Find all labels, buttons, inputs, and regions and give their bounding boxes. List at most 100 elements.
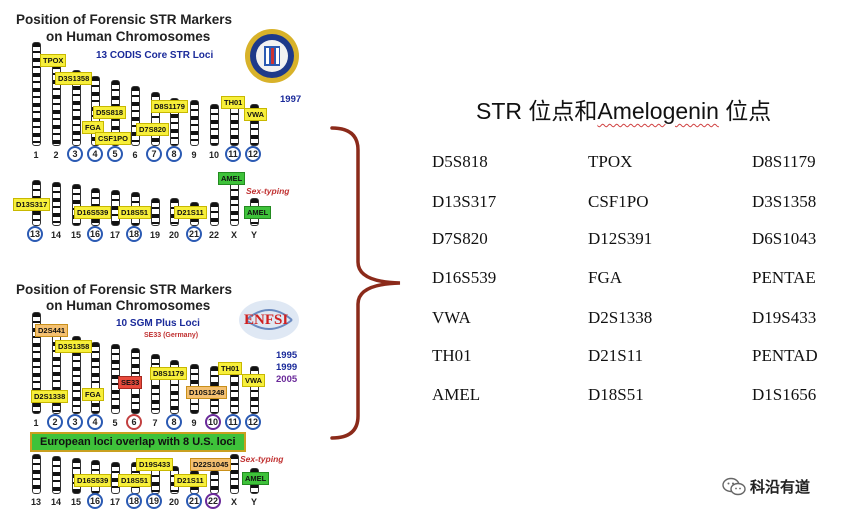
bottom-num-15: 15: [70, 497, 81, 507]
top-num-21: 21: [186, 226, 202, 242]
bottom-label-d22s1045: D22S1045: [190, 458, 232, 471]
bottom-chrom-12: [250, 366, 259, 414]
top-label-d5s818: D5S818: [93, 106, 127, 119]
top-chrom-11: [230, 104, 239, 146]
heading-prefix: STR 位点和: [476, 98, 598, 124]
top-num-10: 10: [208, 150, 219, 160]
bottom-chrom-4: [91, 342, 100, 414]
top-chrom-19: [151, 198, 160, 226]
bottom-num-19: 19: [146, 493, 162, 509]
bottom-label-d2s441: D2S441: [35, 324, 69, 337]
locus-cell: D13S317: [432, 192, 497, 211]
curly-brace: [330, 126, 401, 440]
top-chrom-10: [210, 104, 219, 146]
locus-cell: PENTAE: [752, 268, 816, 287]
top-chrom-7: [151, 92, 160, 146]
bottom-num-2: 2: [47, 414, 63, 430]
top-num-19: 19: [149, 230, 160, 240]
top-label-amel-y: AMEL: [244, 206, 272, 219]
locus-cell: TH01: [432, 346, 472, 365]
top-num-16: 16: [87, 226, 103, 242]
bottom-label-d18s51: D18S51: [118, 474, 152, 487]
locus-cell: D21S11: [588, 346, 644, 365]
bottom-chrom-7: [151, 354, 160, 414]
top-chrom-8: [170, 98, 179, 146]
bottom-num-y: Y: [250, 497, 257, 507]
bottom-label-d8s1179: D8S1179: [150, 367, 187, 380]
heading-suffix: 位点: [718, 98, 772, 124]
bottom-label-d3s1358: D3S1358: [55, 340, 93, 353]
bottom-num-21: 21: [186, 493, 202, 509]
top-subtitle: 13 CODIS Core STR Loci: [96, 50, 214, 61]
locus-cell: D19S433: [752, 308, 817, 327]
bottom-sex-typing: Sex-typing: [240, 454, 284, 464]
bottom-label-d16s539: D16S539: [74, 474, 112, 487]
top-num-11: 11: [225, 146, 241, 162]
bottom-num-22: 22: [205, 493, 221, 509]
bottom-num-20: 20: [168, 497, 179, 507]
top-num-17: 17: [109, 230, 120, 240]
bottom-title-line2: on Human Chromosomes: [46, 298, 211, 313]
bottom-label-amel: AMEL: [242, 472, 270, 485]
top-chrom-1: [32, 42, 41, 146]
enfsi-logo-text: ENFSI: [244, 312, 289, 328]
bottom-panel: Position of Forensic STR Markers on Huma…: [0, 270, 310, 524]
locus-cell: D12S391: [588, 229, 653, 248]
loci-heading: STR 位点和Amelogenin 位点: [476, 92, 771, 126]
bottom-num-13: 13: [30, 497, 41, 507]
locus-cell: D18S51: [588, 385, 644, 404]
locus-cell: D8S1179: [752, 152, 816, 171]
bottom-chrom-1: [32, 312, 41, 414]
locus-cell: D3S1358: [752, 192, 817, 211]
top-num-12: 12: [245, 146, 261, 162]
bottom-label-vwa: VWA: [242, 374, 266, 387]
bottom-label-d10s1248: D10S1248: [186, 386, 228, 399]
bottom-num-11: 11: [225, 414, 241, 430]
top-label-d7s820: D7S820: [136, 123, 170, 136]
bottom-num-x: X: [230, 497, 237, 507]
top-num-6: 6: [132, 150, 138, 160]
bottom-num-3: 3: [67, 414, 83, 430]
locus-cell: FGA: [588, 268, 623, 287]
top-chrom-15: [72, 184, 81, 226]
top-num-5: 5: [107, 146, 123, 162]
top-num-1: 1: [33, 150, 39, 160]
top-num-14: 14: [50, 230, 61, 240]
top-num-3: 3: [67, 146, 83, 162]
locus-cell: D6S1043: [752, 229, 817, 248]
top-num-4: 4: [87, 146, 103, 162]
bottom-chrom-22: [210, 470, 219, 494]
bottom-num-18: 18: [126, 493, 142, 509]
bottom-label-th01: TH01: [218, 362, 243, 375]
locus-cell: CSF1PO: [588, 192, 649, 211]
top-label-d21s11: D21S11: [174, 206, 207, 219]
top-label-vwa: VWA: [244, 108, 268, 121]
top-num-7: 7: [146, 146, 162, 162]
top-num-20: 20: [168, 230, 179, 240]
bottom-num-17: 17: [109, 497, 120, 507]
top-num-8: 8: [166, 146, 182, 162]
top-label-csf1po: CSF1PO: [95, 132, 132, 145]
bottom-subtitle: 10 SGM Plus Loci: [116, 318, 200, 329]
bottom-subtitle-se33: SE33 (Germany): [144, 332, 199, 339]
top-label-th01: TH01: [221, 96, 246, 109]
bottom-title-line1: Position of Forensic STR Markers: [16, 282, 233, 297]
top-chrom-x: [230, 180, 239, 226]
top-label-d3s1358: D3S1358: [55, 72, 93, 85]
bottom-label-d19s433: D19S433: [136, 458, 174, 471]
heading-amelogenin: Amelogenin: [597, 98, 719, 124]
top-label-d8s1179: D8S1179: [151, 100, 188, 113]
bottom-num-16: 16: [87, 493, 103, 509]
bottom-num-14: 14: [50, 497, 61, 507]
locus-cell: D7S820: [432, 229, 488, 248]
bottom-label-d2s1338: D2S1338: [31, 390, 69, 403]
locus-cell: D5S818: [432, 152, 488, 171]
bottom-num-9: 9: [191, 418, 197, 428]
bottom-year-1995: 1995: [276, 350, 298, 361]
bottom-label-d21s11: D21S11: [174, 474, 207, 487]
top-label-d13s317: D13S317: [13, 198, 51, 211]
top-year: 1997: [280, 94, 302, 105]
top-num-y: Y: [250, 230, 257, 240]
bottom-num-1: 1: [33, 418, 39, 428]
top-num-22: 22: [208, 230, 219, 240]
